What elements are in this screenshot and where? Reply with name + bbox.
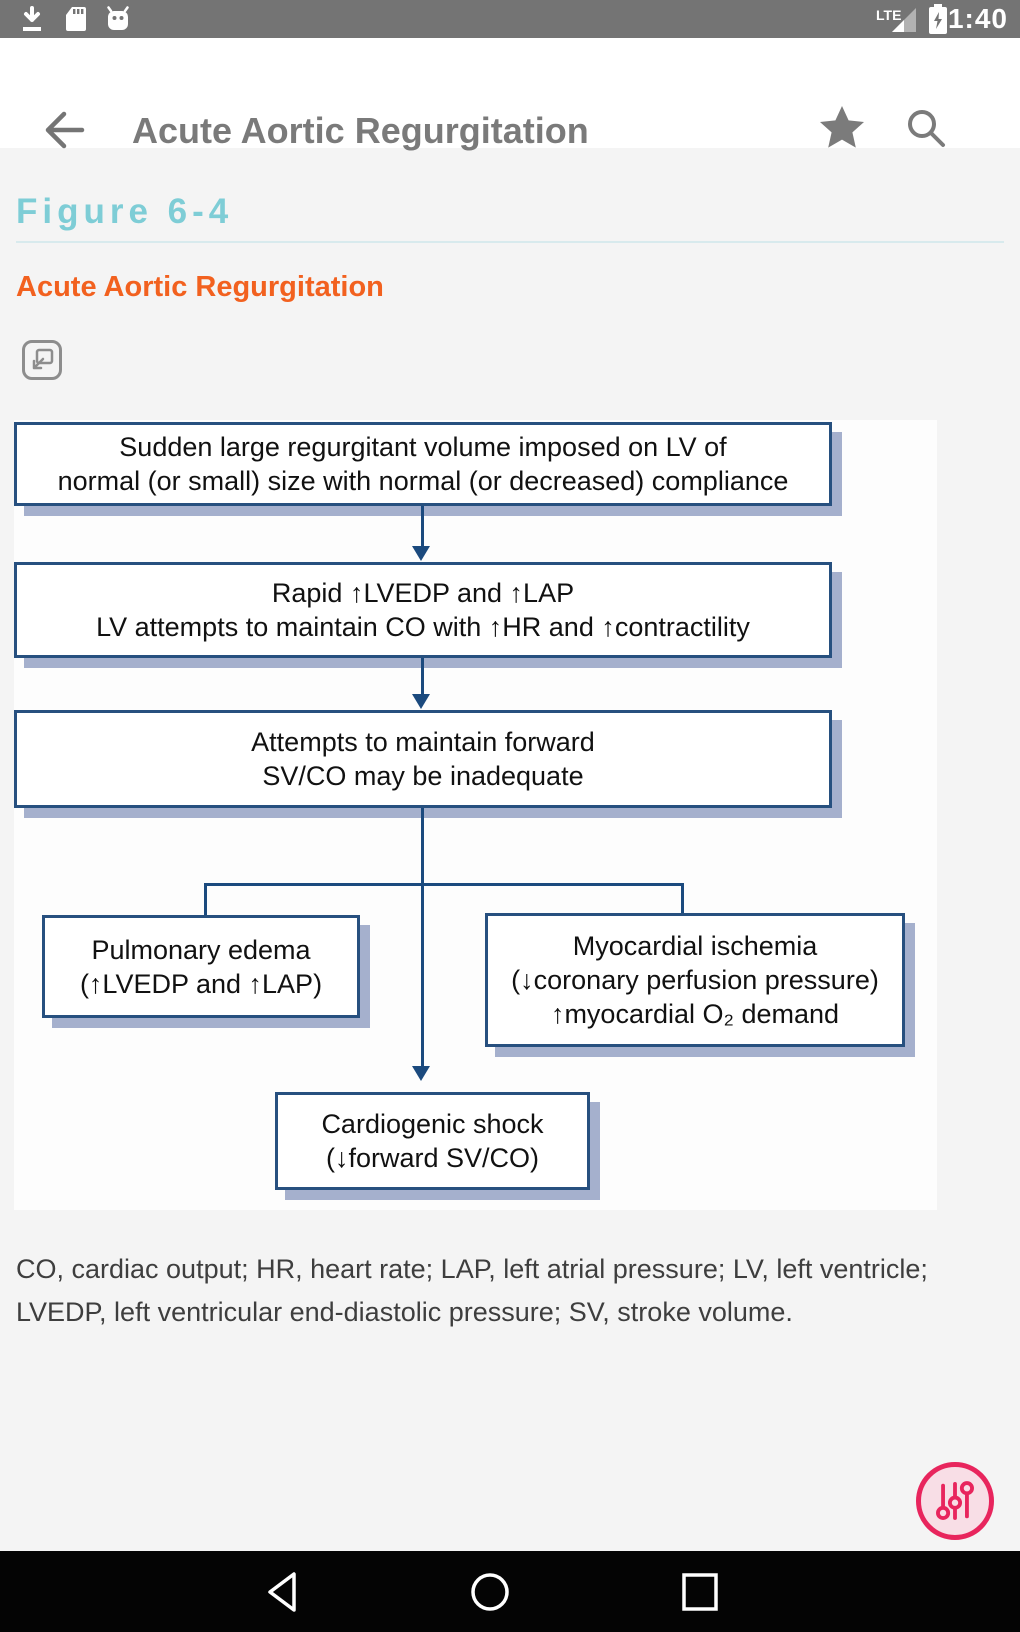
home-circle-icon	[471, 1573, 509, 1611]
flowchart-box-cardiogenic: Cardiogenic shock (↓forward SV/CO)	[275, 1092, 590, 1190]
android-notification-icon	[107, 6, 129, 30]
figure-label: Figure 6-4	[16, 192, 234, 231]
back-button[interactable]	[38, 104, 90, 156]
display-settings-fab[interactable]	[916, 1462, 994, 1540]
box-text-line: (↓forward SV/CO)	[325, 1143, 540, 1173]
box-text-line: SV/CO may be inadequate	[262, 761, 584, 791]
box-text-line: Cardiogenic shock	[321, 1109, 544, 1139]
back-arrow-icon	[45, 111, 85, 149]
connector-line	[681, 883, 684, 913]
flowchart-box-myocardial: Myocardial ischemia (↓coronary perfusion…	[485, 913, 905, 1047]
box-text-line: (↓coronary perfusion pressure)	[511, 965, 879, 995]
arrowhead-down-icon	[412, 1066, 430, 1081]
recents-square-icon	[682, 1573, 718, 1611]
box-text-line: LV attempts to maintain CO with ↑HR and …	[96, 612, 750, 642]
sliders-icon	[936, 1481, 974, 1520]
star-icon	[820, 106, 864, 148]
flowchart-figure: Sudden large regurgitant volume imposed …	[14, 420, 937, 1210]
box-text-line: (↑LVEDP and ↑LAP)	[79, 968, 323, 999]
battery-charging-icon	[929, 4, 947, 34]
connector-line	[204, 883, 684, 886]
sd-card-icon	[66, 7, 86, 31]
nav-back-button[interactable]	[262, 1569, 308, 1615]
favorite-button[interactable]	[816, 102, 868, 154]
connector-line	[421, 658, 424, 696]
lte-label: LTE	[876, 7, 902, 23]
box-text-line: Myocardial ischemia	[572, 931, 818, 961]
expand-image-icon	[32, 348, 54, 370]
status-bar: LTE 1:40	[0, 0, 1020, 38]
arrowhead-down-icon	[412, 546, 430, 561]
download-icon	[23, 6, 41, 31]
back-triangle-icon	[268, 1572, 296, 1612]
flowchart-box-pulmonary: Pulmonary edema (↑LVEDP and ↑LAP)	[42, 915, 360, 1018]
figure-caption: CO, cardiac output; HR, heart rate; LAP,…	[16, 1254, 928, 1327]
page-title: Acute Aortic Regurgitation	[132, 110, 589, 151]
search-button[interactable]	[902, 104, 950, 152]
box-text-line: ↑myocardial O₂ demand	[550, 999, 840, 1029]
nav-home-button[interactable]	[467, 1569, 513, 1615]
search-icon	[908, 110, 945, 147]
heading-divider	[16, 241, 1004, 243]
figure-title: Acute Aortic Regurgitation	[16, 271, 384, 303]
box-text-line: normal (or small) size with normal (or d…	[57, 466, 789, 496]
flowchart-box-sudden: Sudden large regurgitant volume imposed …	[14, 422, 832, 506]
box-text-line: Pulmonary edema	[91, 934, 311, 965]
flowchart-box-attempts: Attempts to maintain forward SV/CO may b…	[14, 710, 832, 808]
flowchart-box-rapid: Rapid ↑LVEDP and ↑LAP LV attempts to mai…	[14, 562, 832, 658]
box-text-line: Rapid ↑LVEDP and ↑LAP	[271, 578, 575, 608]
signal-icon	[892, 8, 916, 32]
connector-line	[421, 506, 424, 548]
nav-recents-button[interactable]	[677, 1569, 723, 1615]
android-nav-bar	[0, 1551, 1020, 1632]
arrowhead-down-icon	[412, 694, 430, 709]
image-preview-button[interactable]	[22, 340, 62, 380]
app-toolbar: Acute Aortic Regurgitation	[0, 38, 1020, 151]
box-text-line: Sudden large regurgitant volume imposed …	[119, 432, 727, 462]
connector-line	[204, 883, 207, 915]
connector-line	[421, 808, 424, 1068]
box-text-line: Attempts to maintain forward	[251, 727, 595, 757]
clock-text: 1:40	[947, 3, 1008, 34]
